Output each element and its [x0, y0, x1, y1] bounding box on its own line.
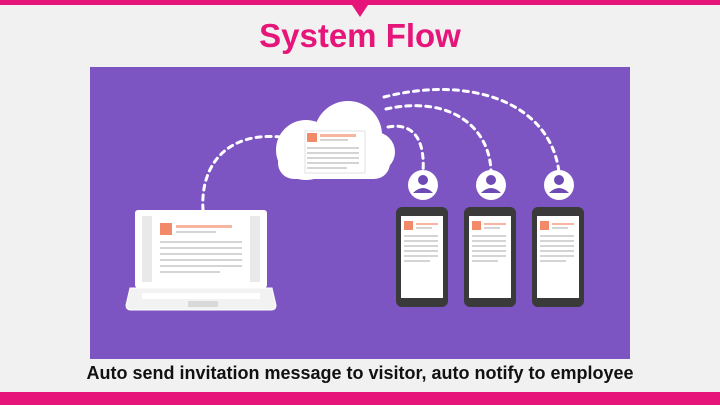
user-icon: [544, 170, 574, 200]
dashed-connector-cloud-user-1: [386, 124, 425, 174]
dashed-connector-laptop-cloud: [201, 134, 282, 212]
top-notch-marker: [352, 5, 368, 17]
bottom-accent-bar: [0, 392, 720, 405]
dashed-connector-cloud-user-2: [384, 104, 493, 174]
laptop-icon: [125, 210, 277, 311]
user-icon: [408, 170, 438, 200]
phone-icon: [396, 207, 448, 307]
slide-caption: Auto send invitation message to visitor,…: [86, 363, 634, 383]
dashed-connector-cloud-user-3: [382, 88, 561, 174]
slide-title: System Flow: [259, 17, 461, 54]
phone-icon: [464, 207, 516, 307]
top-accent-bar: [0, 0, 720, 5]
system-flow-illustration: [90, 67, 630, 359]
cloud-icon: [276, 101, 395, 180]
user-icon: [476, 170, 506, 200]
phone-icon: [532, 207, 584, 307]
